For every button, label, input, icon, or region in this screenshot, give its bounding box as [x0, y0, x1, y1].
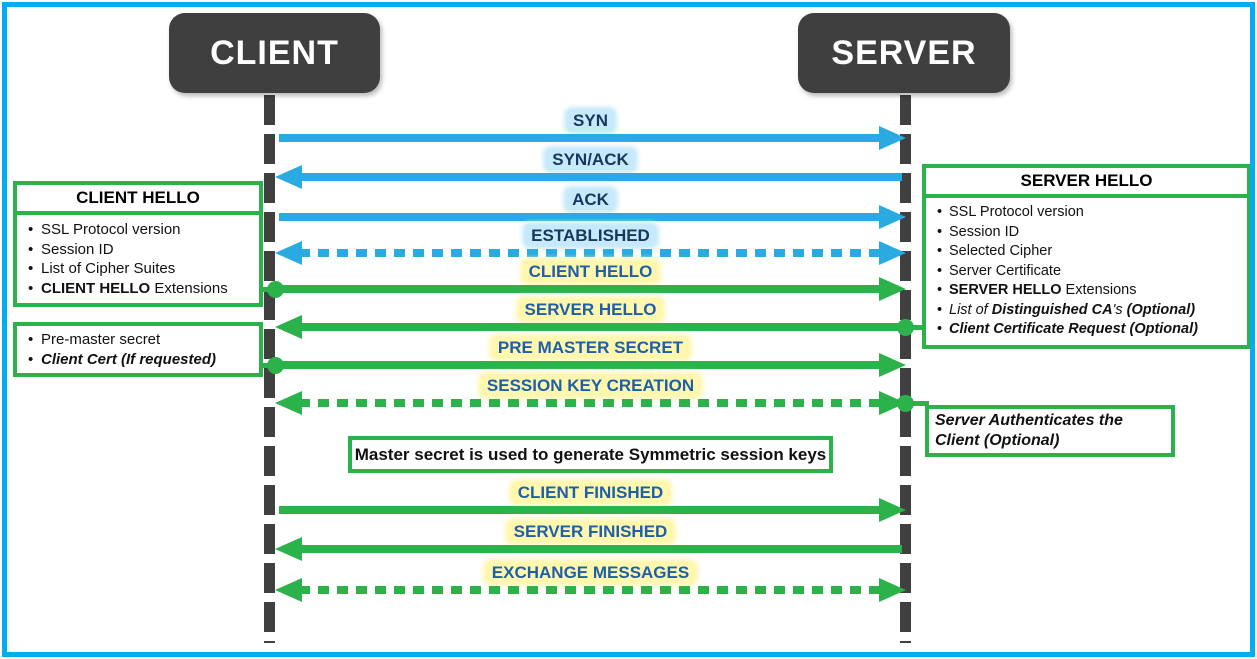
- arrowhead-right-icon: [879, 126, 906, 150]
- message-label-syn-ack: SYN/ACK: [546, 149, 635, 170]
- list-item: Client Cert (If requested): [27, 350, 255, 370]
- message-label-exchange-messages: EXCHANGE MESSAGES: [485, 562, 696, 583]
- arrowhead-right-icon: [879, 498, 906, 522]
- server-auth-note: Server Authenticates the Client (Optiona…: [925, 405, 1175, 457]
- arrowhead-right-icon: [879, 578, 906, 602]
- arrow-line: [299, 545, 902, 553]
- master-secret-note-text: Master secret is used to generate Symmet…: [354, 445, 827, 464]
- arrow-line: [299, 173, 902, 181]
- origin-dot: [897, 395, 914, 412]
- list-item: CLIENT HELLO Extensions: [27, 279, 255, 299]
- arrowhead-right-icon: [879, 353, 906, 377]
- list-item: Session ID: [936, 223, 1243, 243]
- list-item: Server Certificate: [936, 262, 1243, 282]
- origin-dot: [267, 357, 284, 374]
- arrow-line: [299, 399, 882, 407]
- server-hello-detail-box: SERVER HELLO SSL Protocol version Sessio…: [922, 164, 1251, 349]
- server-auth-box-connector: [903, 401, 929, 406]
- list-item: SSL Protocol version: [936, 203, 1243, 223]
- server-hello-item-list: SSL Protocol version Session ID Selected…: [926, 203, 1247, 340]
- server-hello-box-title: SERVER HELLO: [926, 168, 1247, 198]
- message-label-session-key-creation: SESSION KEY CREATION: [480, 375, 701, 396]
- message-label-server-finished: SERVER FINISHED: [507, 521, 674, 542]
- arrowhead-left-icon: [275, 241, 302, 265]
- premaster-item-list: Pre-master secret Client Cert (If reques…: [17, 330, 259, 369]
- arrowhead-left-icon: [275, 315, 302, 339]
- client-hello-detail-box: CLIENT HELLO SSL Protocol version Sessio…: [13, 181, 263, 307]
- premaster-detail-box: Pre-master secret Client Cert (If reques…: [13, 322, 263, 377]
- arrow-line: [279, 134, 882, 142]
- arrow-line: [299, 249, 882, 257]
- server-actor-label: SERVER: [831, 33, 977, 72]
- arrow-line: [279, 506, 882, 514]
- origin-dot: [897, 319, 914, 336]
- origin-dot: [267, 281, 284, 298]
- message-label-established: ESTABLISHED: [525, 225, 656, 246]
- arrow-line: [279, 213, 882, 221]
- message-label-client-finished: CLIENT FINISHED: [511, 482, 670, 503]
- arrowhead-left-icon: [275, 537, 302, 561]
- arrow-line: [299, 586, 882, 594]
- message-label-pre-master-secret: PRE MASTER SECRET: [491, 337, 690, 358]
- list-item: Pre-master secret: [27, 330, 255, 350]
- list-item: Client Certificate Request (Optional): [936, 320, 1243, 340]
- arrowhead-right-icon: [879, 277, 906, 301]
- client-hello-box-title: CLIENT HELLO: [17, 185, 259, 215]
- arrow-line: [279, 285, 882, 293]
- arrowhead-right-icon: [879, 205, 906, 229]
- message-label-server-hello: SERVER HELLO: [518, 299, 663, 320]
- message-label-client-hello: CLIENT HELLO: [522, 261, 659, 282]
- message-label-syn: SYN: [567, 110, 614, 131]
- client-hello-item-list: SSL Protocol version Session ID List of …: [17, 220, 259, 298]
- client-actor-box: CLIENT: [169, 13, 380, 93]
- list-item: Session ID: [27, 240, 255, 260]
- arrowhead-left-icon: [275, 165, 302, 189]
- list-item: Selected Cipher: [936, 242, 1243, 262]
- arrowhead-left-icon: [275, 391, 302, 415]
- premaster-box-connector: [251, 363, 281, 368]
- list-item: SERVER HELLO Extensions: [936, 281, 1243, 301]
- arrowhead-left-icon: [275, 578, 302, 602]
- master-secret-note: Master secret is used to generate Symmet…: [348, 436, 833, 473]
- list-item: List of Distinguished CA's (Optional): [936, 301, 1243, 321]
- arrow-line: [299, 323, 902, 331]
- arrowhead-right-icon: [879, 241, 906, 265]
- client-hello-box-connector: [251, 287, 281, 292]
- server-auth-note-text: Server Authenticates the Client (Optiona…: [935, 412, 1123, 449]
- list-item: SSL Protocol version: [27, 220, 255, 240]
- list-item: List of Cipher Suites: [27, 259, 255, 279]
- message-label-ack: ACK: [566, 189, 615, 210]
- client-actor-label: CLIENT: [210, 33, 339, 72]
- arrow-line: [279, 361, 882, 369]
- server-actor-box: SERVER: [798, 13, 1010, 93]
